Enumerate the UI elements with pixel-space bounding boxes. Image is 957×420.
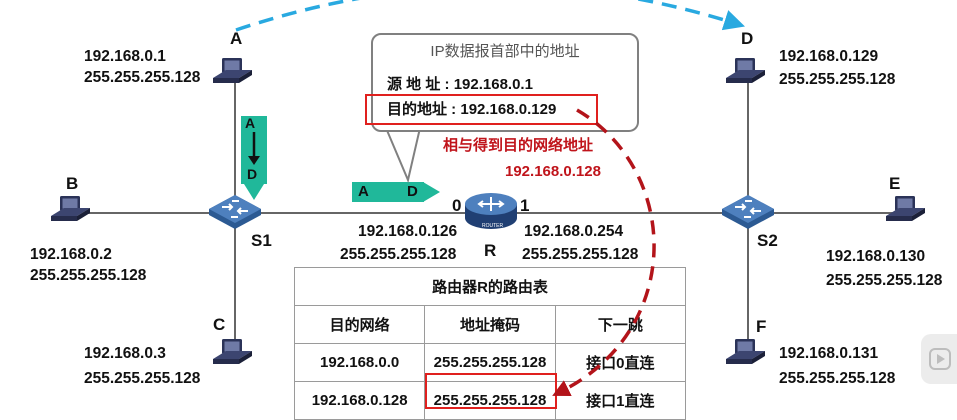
host-e-mask: 255.255.255.128 [826, 272, 943, 289]
host-a-ip: 192.168.0.1 [84, 48, 166, 65]
column-header: 目的网络 [293, 305, 426, 344]
host-f-mask: 255.255.255.128 [779, 370, 896, 387]
host-d-name: D [741, 29, 754, 48]
destination-address-label: 目的地址 [387, 101, 448, 118]
vertical-arrow-to: D [247, 166, 258, 182]
host-b-ip: 192.168.0.2 [30, 246, 112, 263]
router-if0-ip: 192.168.0.126 [358, 223, 458, 240]
horizontal-arrow-to: D [407, 183, 418, 200]
switch-s1-label: S1 [251, 231, 272, 250]
host-d-mask: 255.255.255.128 [779, 71, 896, 88]
table-cell: 192.168.0.0 [293, 343, 426, 382]
routing-table-header-row: 目的网络 地址掩码 下一跳 [293, 305, 687, 344]
source-address-row: 源 地 址 : 192.168.0.1 [387, 76, 533, 93]
routing-table-title: 路由器R的路由表 [294, 267, 686, 306]
switch-s2-label: S2 [757, 231, 778, 250]
table-cell: 192.168.0.128 [293, 381, 426, 420]
router-if1-mask: 255.255.255.128 [522, 246, 639, 263]
destination-address-value: 192.168.0.129 [460, 101, 557, 118]
side-panel-button[interactable] [921, 334, 957, 384]
play-icon [929, 348, 951, 370]
router-label: R [484, 241, 497, 260]
source-address-value: 192.168.0.1 [453, 76, 533, 93]
router-port-1: 1 [520, 196, 530, 215]
destination-address-row: 目的地址 : 192.168.0.129 [387, 101, 557, 118]
callout-joint-mask [383, 126, 423, 130]
mask-highlight [425, 373, 557, 409]
column-header: 下一跳 [554, 305, 687, 344]
host-f-name: F [756, 317, 767, 336]
table-cell: 接口0直连 [554, 343, 687, 382]
host-c-ip: 192.168.0.3 [84, 345, 166, 362]
column-header: 地址掩码 [424, 305, 556, 344]
source-address-label: 源 地 址 [387, 76, 441, 93]
destination-highlight [365, 94, 598, 125]
a-to-d-arc [235, 0, 746, 32]
table-row: 192.168.0.128 255.255.255.128 接口1直连 [293, 381, 687, 420]
callout-title: IP数据报首部中的地址 [430, 43, 580, 60]
host-b-name: B [66, 174, 79, 193]
host-b-mask: 255.255.255.128 [30, 267, 147, 284]
ip-header-callout: IP数据报首部中的地址 源 地 址 : 192.168.0.1 目的地址 : 1… [371, 33, 639, 132]
host-d-ip: 192.168.0.129 [779, 48, 879, 65]
host-f-ip: 192.168.0.131 [779, 345, 879, 362]
annotation-line-2: 192.168.0.128 [505, 163, 601, 180]
table-cell: 接口1直连 [554, 381, 687, 420]
horizontal-a-to-d-arrow [352, 182, 424, 202]
routing-table-title-row: 路由器R的路由表 [294, 267, 686, 306]
annotation-line-1: 相与得到目的网络地址 [443, 137, 594, 154]
router-if0-mask: 255.255.255.128 [340, 246, 457, 263]
host-c-mask: 255.255.255.128 [84, 370, 201, 387]
svg-text:ROUTER: ROUTER [482, 223, 504, 229]
host-e-ip: 192.168.0.130 [826, 248, 926, 265]
host-a-name: A [230, 29, 243, 48]
router-icon: ROUTER [465, 193, 517, 229]
host-e-name: E [889, 174, 901, 193]
host-a-mask: 255.255.255.128 [84, 69, 201, 86]
host-c-name: C [213, 315, 226, 334]
vertical-arrow-from: A [245, 115, 256, 131]
router-port-0: 0 [452, 196, 462, 215]
horizontal-arrow-from: A [358, 183, 369, 200]
router-if1-ip: 192.168.0.254 [524, 223, 624, 240]
